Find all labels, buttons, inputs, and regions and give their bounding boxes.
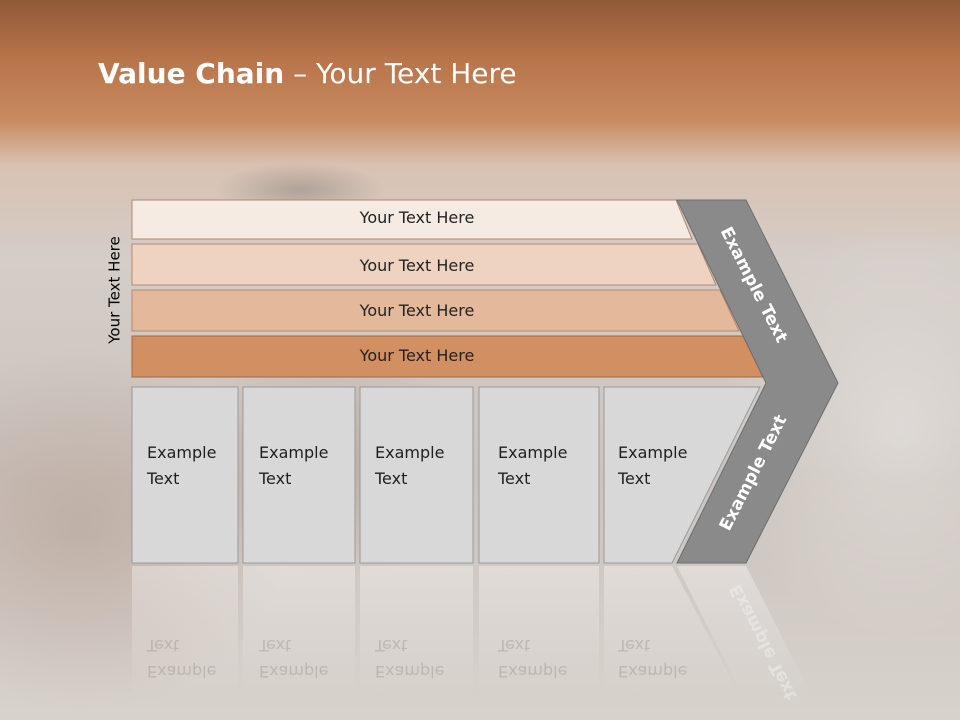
reflection-box-5 <box>604 566 740 696</box>
title-bold: Value Chain <box>98 57 285 90</box>
reflection-box-4 <box>479 566 599 696</box>
chevron-arrow[interactable] <box>676 199 839 564</box>
box-5[interactable] <box>603 386 761 564</box>
band-2-label: Your Text Here <box>359 256 475 275</box>
band-1[interactable] <box>131 199 693 240</box>
title-rest: – Your Text Here <box>284 57 517 90</box>
reflection-box-2 <box>243 566 355 696</box>
box-2[interactable] <box>242 386 356 564</box>
box-1[interactable] <box>131 386 239 564</box>
band-1-label: Your Text Here <box>359 208 475 227</box>
band-3[interactable] <box>131 289 740 332</box>
reflection-chevron <box>677 566 812 696</box>
band-3-label: Your Text Here <box>359 301 475 320</box>
reflection-box-3 <box>360 566 473 696</box>
slide-title: Value Chain – Your Text Here <box>98 54 517 94</box>
band-2[interactable] <box>131 243 717 286</box>
box-4[interactable] <box>478 386 600 564</box>
box-3[interactable] <box>359 386 474 564</box>
band-4-label: Your Text Here <box>359 346 475 365</box>
reflection-box-1 <box>132 566 238 696</box>
